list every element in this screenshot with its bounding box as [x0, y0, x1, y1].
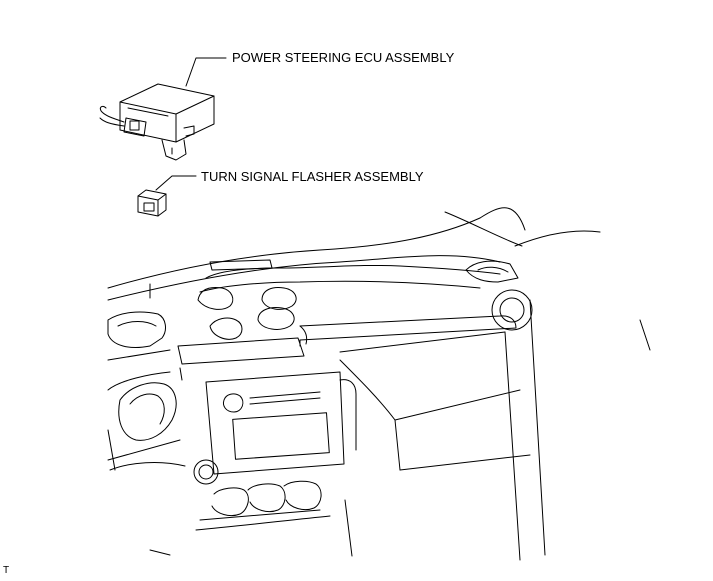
turn-signal-flasher-drawing — [138, 190, 166, 216]
ecu-leader-line — [186, 58, 226, 86]
instrument-panel-drawing — [108, 208, 650, 560]
power-steering-ecu-drawing — [100, 84, 214, 160]
corner-mark: T — [3, 565, 10, 576]
power-steering-ecu-label: POWER STEERING ECU ASSEMBLY — [232, 50, 455, 65]
flasher-leader-line — [156, 176, 196, 190]
turn-signal-flasher-label: TURN SIGNAL FLASHER ASSEMBLY — [201, 169, 424, 184]
